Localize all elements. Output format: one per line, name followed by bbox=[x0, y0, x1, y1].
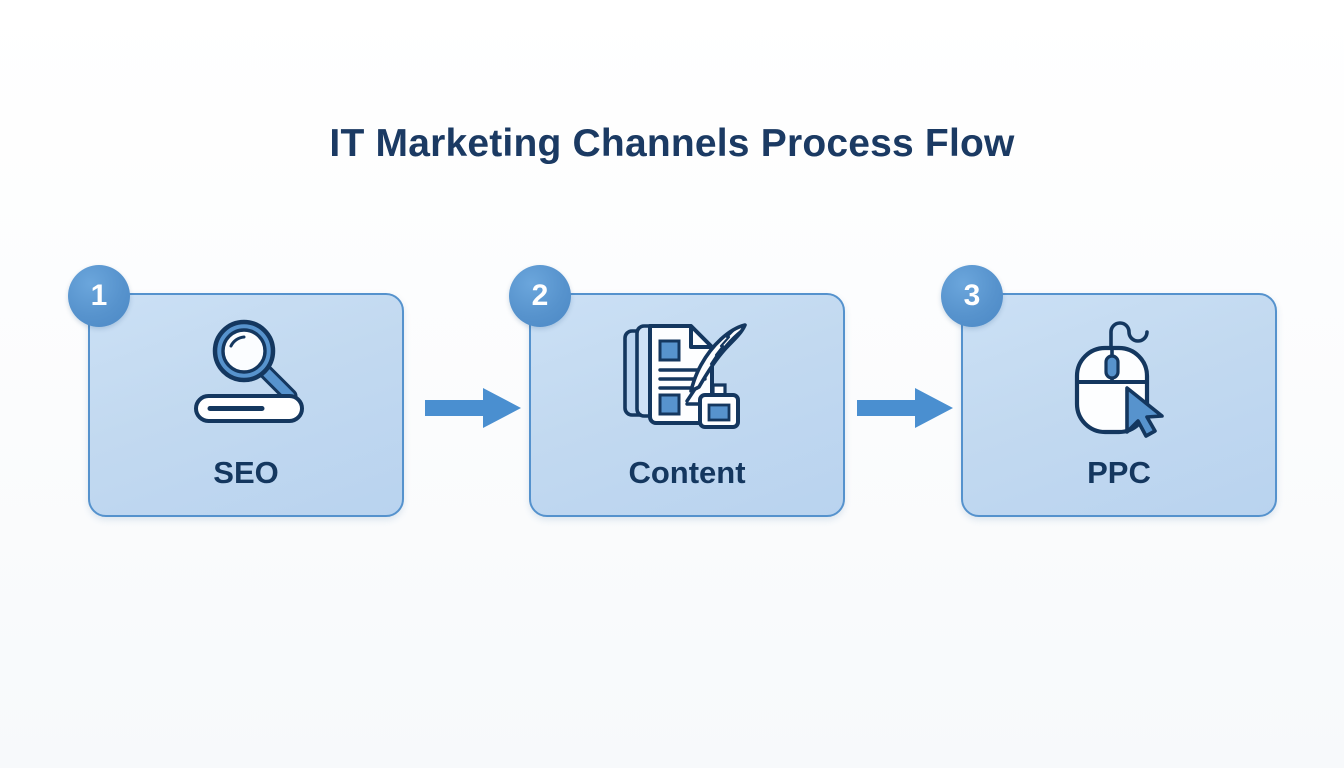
magnifying-glass-search-bar-icon bbox=[90, 317, 402, 435]
arrow-content-to-ppc bbox=[857, 386, 955, 430]
documents-quill-inkwell-icon bbox=[531, 317, 843, 435]
step-card-seo[interactable]: 1 SEO bbox=[68, 265, 404, 517]
step-number-badge-1: 1 bbox=[68, 265, 130, 327]
page-title: IT Marketing Channels Process Flow bbox=[329, 122, 1015, 165]
step-card-content[interactable]: 2 bbox=[509, 265, 845, 517]
step-card-ppc[interactable]: 3 PPC bbox=[941, 265, 1277, 517]
step-label-seo: SEO bbox=[213, 455, 279, 490]
step-label-content: Content bbox=[628, 455, 746, 490]
mouse-cursor-click-icon bbox=[963, 317, 1275, 438]
step-label-ppc: PPC bbox=[1087, 455, 1151, 490]
arrow-seo-to-content bbox=[425, 386, 523, 430]
step-number-badge-3: 3 bbox=[941, 265, 1003, 327]
step-number-badge-2: 2 bbox=[509, 265, 571, 327]
